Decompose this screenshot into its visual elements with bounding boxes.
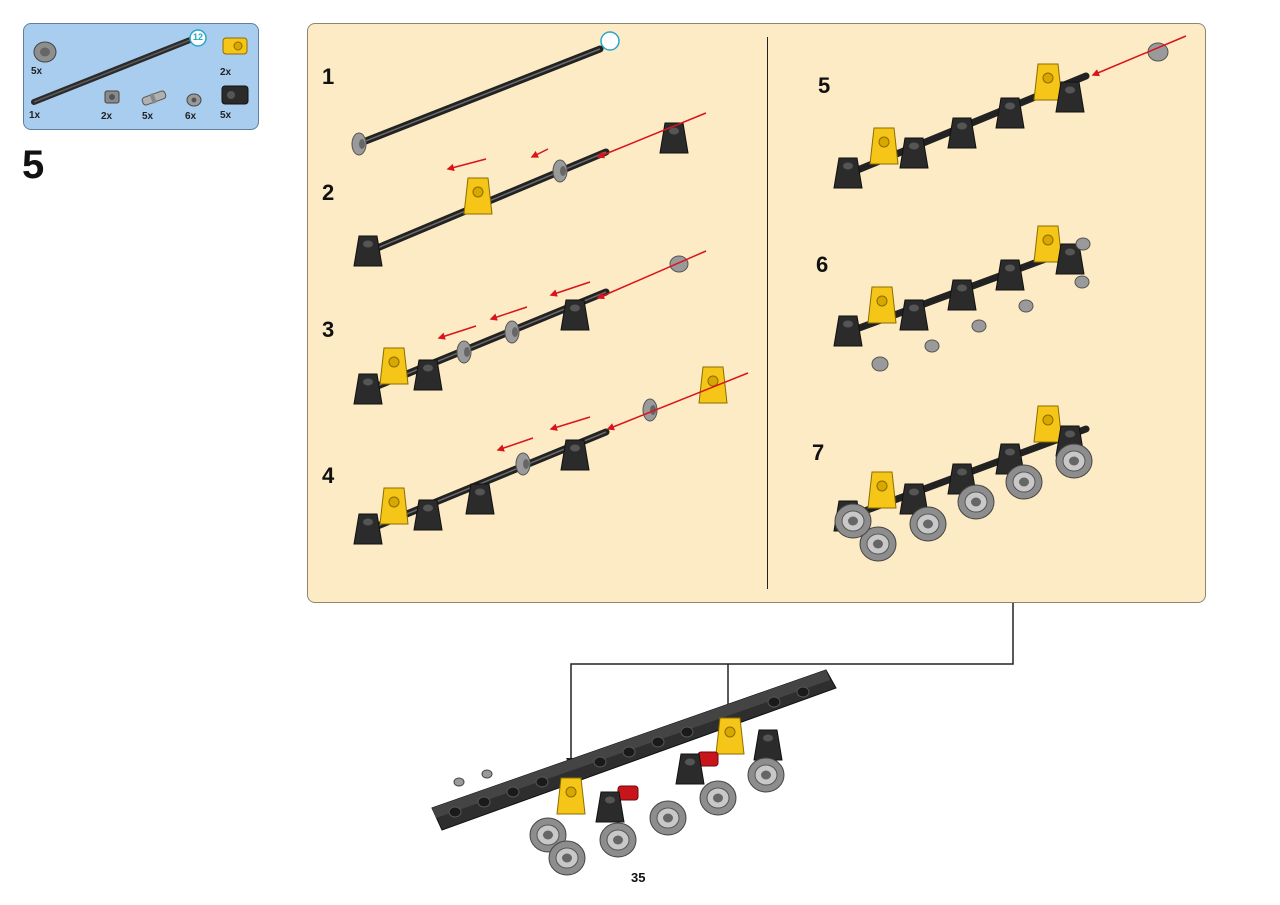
connector-peg-icon (141, 90, 167, 106)
substep-6-assembly (833, 225, 1091, 372)
beam-holes (448, 686, 810, 818)
qty-half-bush: 6x (185, 111, 197, 122)
qty-bush-gray: 5x (31, 66, 43, 77)
parts-list: 5x 1x 2x 5x 6x 2x 5x 12 (23, 23, 259, 130)
callout-divider (767, 37, 768, 589)
qty-black-connector: 5x (220, 110, 232, 121)
subassembly-callout: 1 2 3 4 5 6 7 12 (307, 23, 1206, 603)
pins-icon (453, 769, 493, 787)
substep-1-number: 1 (322, 64, 335, 89)
qty-connector-peg: 5x (142, 111, 154, 122)
substep-6-number: 6 (816, 252, 829, 277)
substep-2-assembly (353, 112, 707, 267)
step-number: 5 (22, 143, 45, 187)
substep-3-assembly (353, 250, 707, 405)
bush-gray-icon (33, 41, 57, 63)
substep-5-number: 5 (818, 73, 831, 98)
black-connector-icon (221, 85, 249, 105)
qty-axle-pin: 2x (101, 111, 113, 122)
page-number: 35 (631, 870, 646, 885)
yellow-connector-icon (222, 37, 248, 55)
substep-7-assembly (833, 405, 1093, 562)
substep-2-number: 2 (322, 180, 335, 205)
parts-axle-length: 12 (192, 32, 203, 42)
qty-yellow-connector: 2x (220, 67, 232, 78)
parts-illustration (31, 29, 249, 107)
substep-7-number: 7 (812, 440, 825, 465)
axle-12-icon (31, 37, 193, 105)
substep-4-assembly (353, 366, 749, 545)
substep-1-assembly (351, 31, 620, 156)
axle-pin-icon (104, 90, 120, 104)
callout-illustration (351, 31, 1187, 562)
axle-length-badge-icon (189, 29, 207, 47)
red-axle-pin-icon (617, 751, 719, 801)
substep-5-assembly (833, 35, 1187, 189)
substep-4-number: 4 (322, 463, 335, 488)
substep-3-number: 3 (322, 317, 335, 342)
half-bush-icon (186, 93, 202, 107)
axle-length-badge-icon (600, 31, 620, 51)
qty-axle-12: 1x (29, 110, 41, 121)
